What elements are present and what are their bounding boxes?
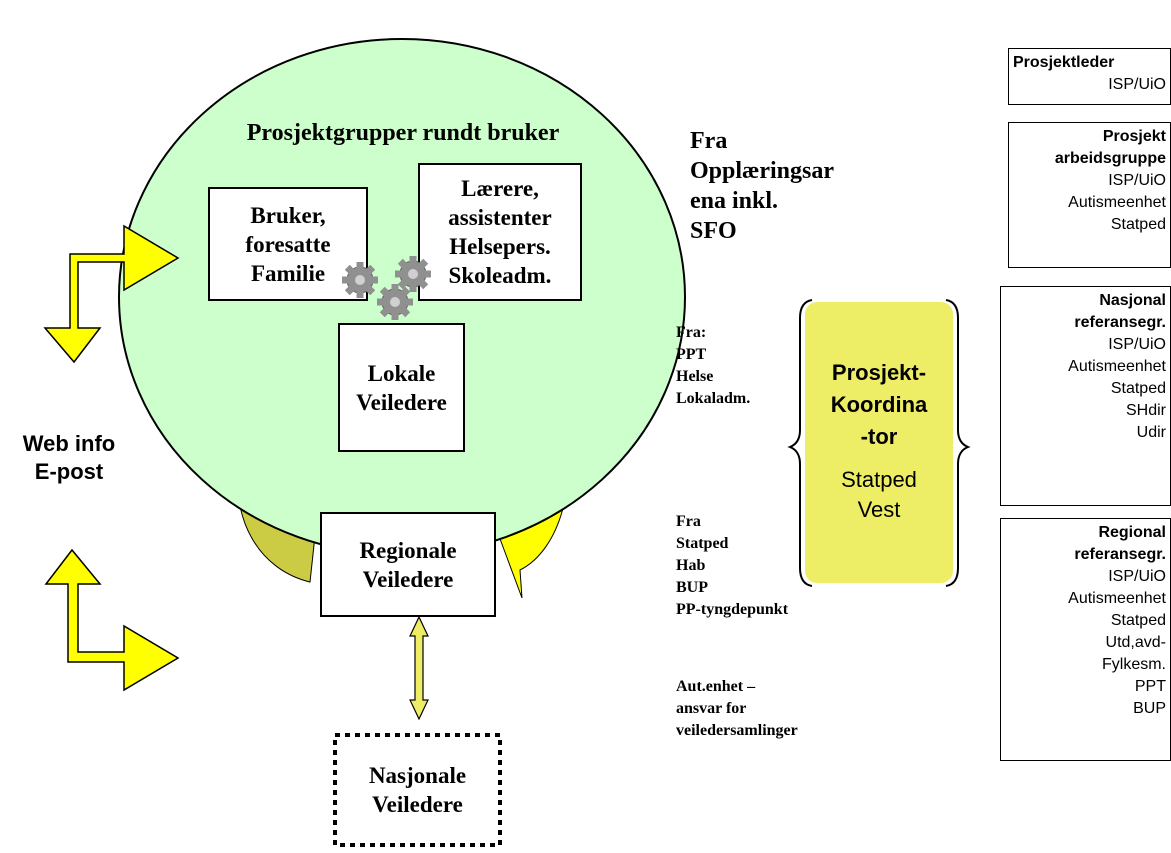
bruker-line-2: foresatte [245, 231, 331, 257]
laerere-line-4: Skoleadm. [448, 263, 552, 288]
coordinator-label: Prosjekt- Koordina -tor Statped Vest [806, 357, 952, 525]
arbeidsgruppe-item-1: ISP/UiO [1108, 172, 1166, 189]
lokale-line-1: Lokale [367, 360, 436, 386]
aut-enhet-line-3: veiledersamlinger [676, 722, 798, 739]
fra-ppt-line-1: Fra: [676, 324, 707, 341]
regional-ref-title-2: referansegr. [1074, 546, 1166, 563]
nasjonal-ref-title-2: referansegr. [1074, 314, 1166, 331]
web-info-line-2: E-post [34, 459, 104, 484]
coordinator-sub-2: Vest [857, 497, 901, 522]
bruker-line-3: Familie [250, 260, 326, 286]
double-arrow [409, 615, 429, 721]
nasjonale-box: Nasjonale Veiledere [337, 737, 498, 843]
laerere-line-2: assistenter [448, 205, 552, 230]
regional-referansegr-box: Regional referansegr. ISP/UiO Autismeenh… [1000, 518, 1171, 761]
fra-ppt-label: Fra: PPT Helse Lokaladm. [676, 322, 750, 410]
regional-ref-item-6: PPT [1134, 678, 1166, 695]
fra-statped-line-4: BUP [676, 579, 708, 596]
prosjektleder-title: Prosjektleder [1013, 54, 1115, 71]
nasjonal-ref-item-2: Autismeenhet [1068, 358, 1166, 375]
coordinator-box [805, 302, 953, 583]
regional-ref-item-2: Autismeenhet [1068, 590, 1166, 607]
coordinator-title-2: Koordina [830, 392, 928, 417]
arbeidsgruppe-item-3: Statped [1110, 216, 1166, 233]
regional-ref-item-1: ISP/UiO [1108, 568, 1166, 585]
arbeidsgruppe-title-1: Prosjekt [1102, 128, 1166, 145]
arbeidsgruppe-box: Prosjekt arbeidsgruppe ISP/UiO Autismeen… [1008, 122, 1171, 268]
web-info-label: Web info E-post [0, 430, 138, 486]
arbeidsgruppe-title-2: arbeidsgruppe [1054, 150, 1166, 167]
fra-opplaering-line-4: SFO [690, 218, 737, 244]
regional-ref-item-7: BUP [1133, 700, 1166, 717]
bruker-line-1: Bruker, [250, 202, 326, 228]
coordinator-title-3: -tor [860, 424, 898, 449]
fra-statped-line-3: Hab [676, 557, 706, 574]
regional-ref-title-1: Regional [1098, 524, 1166, 541]
fra-statped-line-1: Fra [676, 513, 701, 530]
laerere-line-3: Helsepers. [449, 234, 551, 259]
arbeidsgruppe-item-2: Autismeenhet [1068, 194, 1166, 211]
lokale-line-2: Veiledere [356, 389, 447, 415]
nasjonale-box-border [333, 733, 502, 847]
fra-statped-line-2: Statped [676, 535, 729, 552]
aut-enhet-line-2: ansvar for [676, 700, 747, 717]
right-brace [945, 299, 971, 587]
nasjonal-ref-item-5: Udir [1136, 424, 1166, 441]
nasjonale-line-1: Nasjonale [368, 763, 467, 788]
fra-statped-label: Fra Statped Hab BUP PP-tyngdepunkt [676, 511, 788, 621]
bruker-box: Bruker, foresatte Familie [208, 187, 368, 301]
fra-opplaering-line-3: ena inkl. [690, 188, 779, 214]
web-arrow-upper [43, 224, 180, 364]
nasjonal-ref-item-1: ISP/UiO [1108, 336, 1166, 353]
fra-opplaering-label: Fra Opplæringsar ena inkl. SFO [690, 126, 834, 246]
gears-icon [341, 256, 432, 321]
prosjektleder-item-1: ISP/UiO [1108, 76, 1166, 93]
regionale-line-1: Regionale [359, 537, 457, 563]
laerere-box: Lærere, assistenter Helsepers. Skoleadm. [418, 163, 582, 301]
laerere-line-1: Lærere, [461, 176, 539, 201]
nasjonal-ref-item-3: Statped [1110, 380, 1166, 397]
nasjonal-ref-item-4: SHdir [1125, 402, 1166, 419]
circle-title: Prosjektgrupper rundt bruker [246, 120, 560, 146]
coordinator-title-1: Prosjekt- [831, 360, 927, 385]
fra-ppt-line-4: Lokaladm. [676, 390, 751, 407]
regional-ref-item-4: Utd,avd- [1105, 634, 1166, 651]
aut-enhet-label: Aut.enhet – ansvar for veiledersamlinger [676, 676, 798, 742]
fra-ppt-line-2: PPT [676, 346, 707, 363]
regionale-box: Regionale Veiledere [320, 512, 496, 617]
fra-opplaering-line-1: Fra [690, 128, 728, 154]
regionale-line-2: Veiledere [362, 566, 454, 592]
web-arrow-lower [44, 548, 180, 692]
prosjektleder-box: Prosjektleder ISP/UiO [1008, 48, 1171, 105]
nasjonale-line-2: Veiledere [372, 792, 463, 817]
fra-opplaering-line-2: Opplæringsar [690, 158, 835, 184]
nasjonal-ref-title-1: Nasjonal [1099, 292, 1166, 309]
fra-statped-line-5: PP-tyngdepunkt [676, 601, 789, 618]
web-info-line-1: Web info [22, 431, 116, 456]
lokale-box: Lokale Veiledere [338, 323, 465, 452]
fra-ppt-line-3: Helse [676, 368, 714, 385]
left-brace [787, 299, 813, 587]
coordinator-sub-1: Statped [841, 467, 917, 492]
aut-enhet-line-1: Aut.enhet – [676, 678, 756, 695]
nasjonal-referansegr-box: Nasjonal referansegr. ISP/UiO Autismeenh… [1000, 286, 1171, 506]
regional-ref-item-5: Fylkesm. [1102, 656, 1166, 673]
regional-ref-item-3: Statped [1110, 612, 1166, 629]
